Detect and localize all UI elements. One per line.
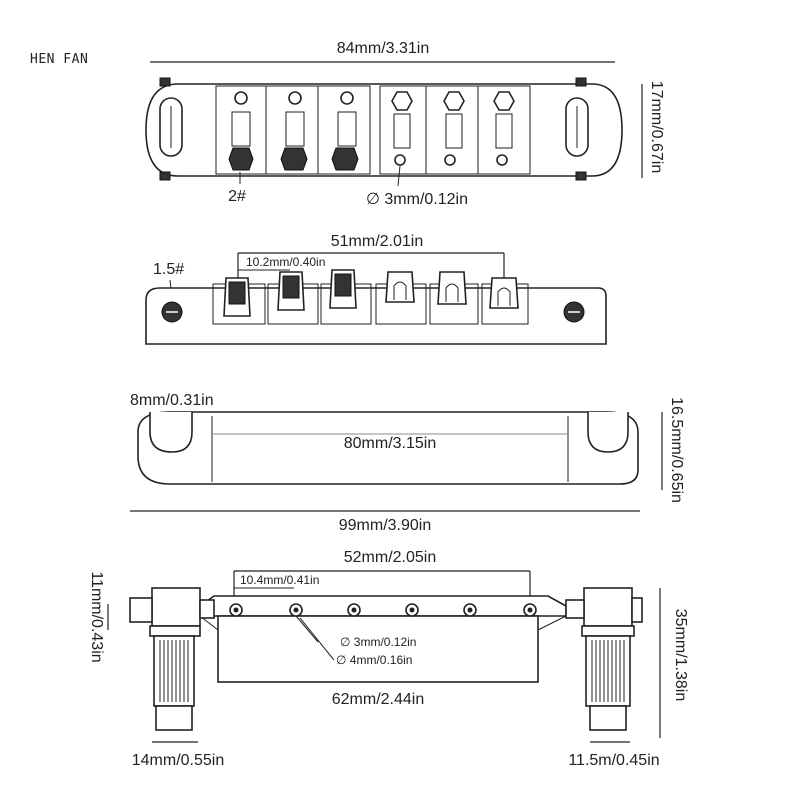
top-hole-label: ∅ 3mm/0.12in <box>366 191 468 208</box>
asm-spacing-label: 10.4mm/0.41in <box>240 573 319 587</box>
asm-left-knurl <box>153 635 195 707</box>
tail-inner-label: 80mm/3.15in <box>344 435 437 452</box>
asm-span-label: 52mm/2.05in <box>344 549 437 566</box>
tail-left-slot <box>149 412 193 453</box>
top-bridge-body <box>145 83 623 177</box>
top-width-label: 84mm/3.31in <box>337 40 430 57</box>
asm-bridge-bar <box>199 595 567 617</box>
top-hole <box>394 154 406 166</box>
front-saddles <box>212 269 529 325</box>
top-screw-label: 2# <box>228 188 246 205</box>
top-view: 84mm/3.31in 17mm/0.67in <box>145 40 665 208</box>
asm-hole-small-label: ∅ 3mm/0.12in <box>340 635 416 649</box>
front-view: 51mm/2.01in 10.2mm/0.40in 1.5# <box>145 233 607 345</box>
top-height-label: 17mm/0.67in <box>648 81 665 174</box>
tail-slot-label: 8mm/0.31in <box>130 392 214 409</box>
asm-bridge-base <box>217 615 539 683</box>
tail-height-label: 16.5mm/0.65in <box>668 397 685 503</box>
asm-left-post <box>129 587 215 731</box>
top-saddles <box>215 85 531 175</box>
tail-right-slot <box>587 412 629 453</box>
asm-base-label: 62mm/2.44in <box>332 691 425 708</box>
front-screw-label: 1.5# <box>153 261 184 278</box>
top-screw-2 <box>228 147 254 171</box>
asm-post-height-label: 11mm/0.43in <box>88 571 105 662</box>
tail-body <box>137 411 639 485</box>
tailpiece-view: 8mm/0.31in 80mm/3.15in 16.5mm/0.65in 99m… <box>130 392 685 534</box>
asm-left-post-head <box>151 587 201 627</box>
asm-right-post-head <box>583 587 633 627</box>
brand-watermark: HEN FAN <box>30 52 89 67</box>
asm-holes <box>229 603 537 617</box>
asm-right-post-label: 11.5m/0.45in <box>568 752 659 769</box>
assembly-view: 52mm/2.05in 10.4mm/0.41in 11mm/0.43in 35… <box>88 549 689 769</box>
asm-left-post-label: 14mm/0.55in <box>132 752 225 769</box>
tail-overall-label: 99mm/3.90in <box>339 517 432 534</box>
asm-right-post <box>565 587 643 731</box>
asm-hole-large-label: ∅ 4mm/0.16in <box>336 653 412 667</box>
front-span-label: 51mm/2.01in <box>331 233 424 250</box>
asm-total-height-label: 35mm/1.38in <box>672 609 689 702</box>
front-spacing-label: 10.2mm/0.40in <box>246 255 325 269</box>
